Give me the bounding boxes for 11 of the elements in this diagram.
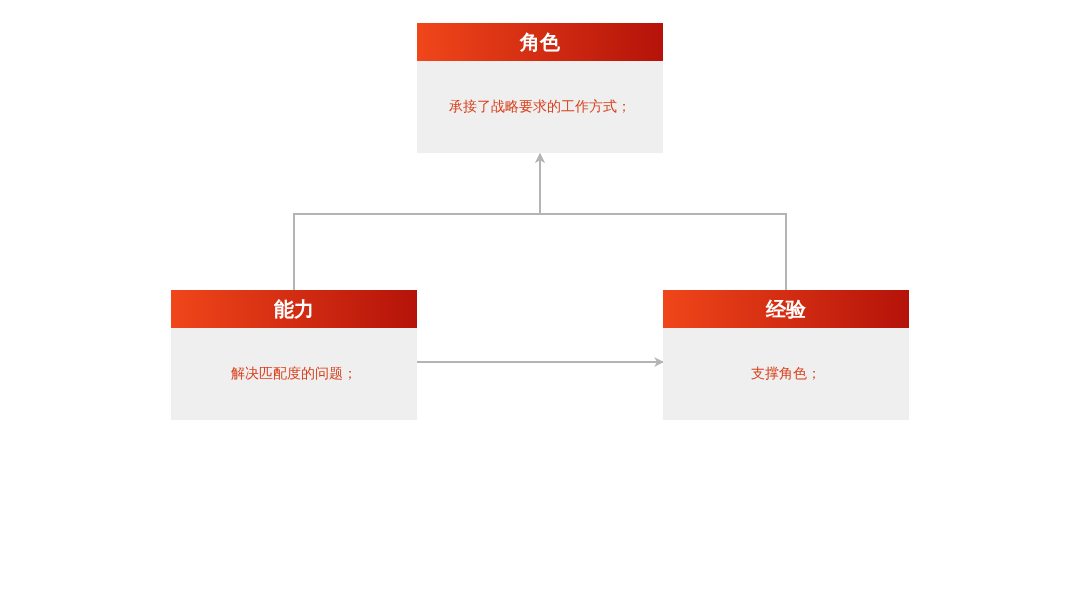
card-text: 解决匹配度的问题； [231,365,357,383]
card-text: 承接了战略要求的工作方式； [449,98,631,116]
arrow [535,153,787,291]
card-header: 能力 [171,290,417,328]
card-header: 角色 [417,23,663,61]
card-box [171,290,417,420]
card-box [663,290,909,420]
card-box [417,23,663,153]
card-text: 支撑角色； [751,365,821,383]
card-header: 经验 [663,290,909,328]
arrow [416,357,664,367]
